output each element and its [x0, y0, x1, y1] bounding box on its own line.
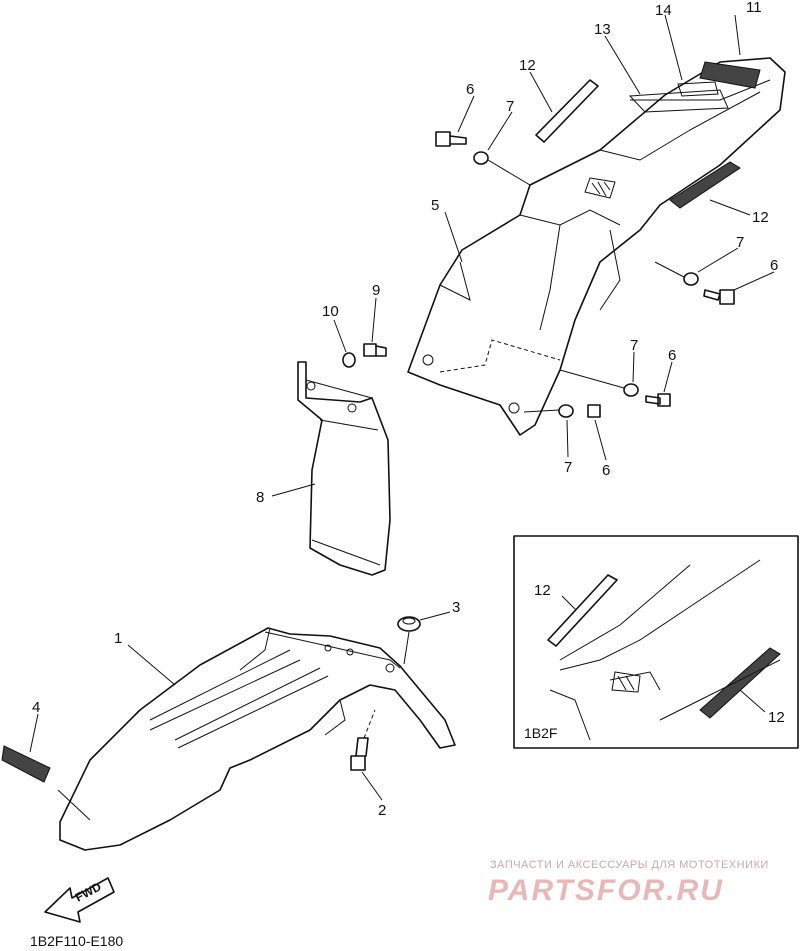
- rear-fender: [407, 57, 786, 436]
- callout-12-b: 12: [752, 209, 769, 226]
- decal-4: [1, 745, 51, 783]
- bolt-6-b: [703, 289, 735, 305]
- collar-7-d: [558, 404, 574, 418]
- callout-6-b: 6: [770, 257, 778, 274]
- collar-7-a: [473, 151, 489, 165]
- fwd-arrow-icon: FWD: [44, 877, 115, 923]
- watermark-tagline: ЗАПЧАСТИ И АКСЕССУАРЫ ДЛЯ МОТОТЕХНИКИ: [490, 859, 769, 871]
- callout-5: 5: [431, 197, 439, 214]
- callout-3: 3: [452, 599, 460, 616]
- front-fender: [59, 627, 456, 851]
- leader-lines: [29, 14, 775, 821]
- callout-7-a: 7: [506, 98, 514, 115]
- decal-14: [677, 81, 719, 97]
- callout-7-c: 7: [630, 337, 638, 354]
- callout-12-d: 12: [768, 709, 785, 726]
- bolt-9: [363, 343, 387, 357]
- decal-11: [699, 61, 761, 89]
- grommet-3: [397, 616, 421, 632]
- bolt-6-c: [645, 393, 671, 407]
- callout-1: 1: [114, 630, 122, 647]
- washer-10: [342, 352, 356, 368]
- bolt-2: [350, 737, 369, 771]
- callout-14: 14: [655, 2, 672, 19]
- bolt-6-d: [587, 404, 601, 418]
- callout-8: 8: [256, 489, 264, 506]
- decal-12-strip-top: [535, 79, 599, 143]
- watermark-brand: PARTSFOR.RU: [488, 874, 724, 907]
- inset-1b2f: 1B2F: [513, 535, 799, 749]
- callout-12-c: 12: [534, 582, 551, 599]
- bolt-6-a: [435, 131, 467, 147]
- callout-7-b: 7: [736, 234, 744, 251]
- collar-7-c: [623, 383, 639, 397]
- collar-7-b: [683, 272, 699, 286]
- inset-label: 1B2F: [524, 725, 557, 741]
- mud-flap: [297, 361, 391, 576]
- callout-12-a: 12: [519, 57, 536, 74]
- callout-6-d: 6: [602, 462, 610, 479]
- decal-13: [628, 89, 729, 113]
- callout-6-c: 6: [668, 347, 676, 364]
- callout-13: 13: [594, 21, 611, 38]
- callout-7-d: 7: [564, 459, 572, 476]
- diagram-code: 1B2F110-E180: [30, 933, 123, 949]
- callout-6-a: 6: [466, 81, 474, 98]
- watermark: ЗАПЧАСТИ И АКСЕССУАРЫ ДЛЯ МОТОТЕХНИКИ PA…: [488, 859, 769, 907]
- callout-9: 9: [372, 282, 380, 299]
- decal-12-side: [669, 161, 741, 209]
- callout-numbers: 11 14 13 12 6 7 12 7 6 5 7 6 7 6 9 10 8 …: [32, 0, 785, 819]
- callout-2: 2: [378, 802, 386, 819]
- callout-11: 11: [746, 0, 762, 16]
- callout-4: 4: [32, 699, 40, 716]
- callout-10: 10: [322, 303, 339, 320]
